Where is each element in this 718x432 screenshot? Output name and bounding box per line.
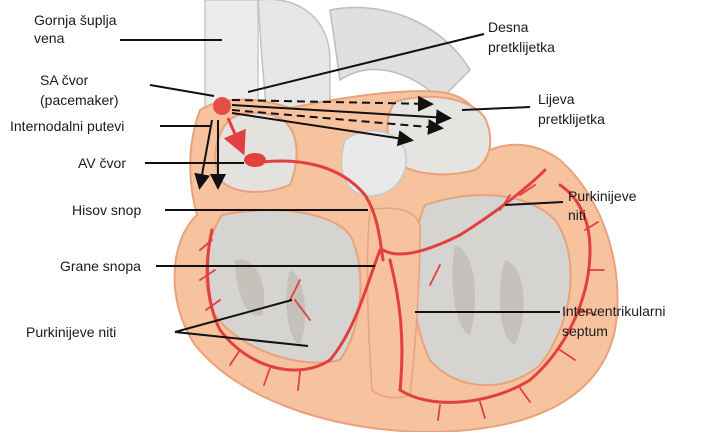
left-ventricle-cavity	[412, 195, 570, 385]
sa-node	[213, 97, 231, 115]
label-lijeva-2: pretklijetka	[538, 111, 605, 127]
label-septum-1: Interventrikularni	[562, 303, 666, 319]
label-av: AV čvor	[78, 155, 126, 171]
label-gornja-2: vena	[34, 30, 65, 46]
av-node	[244, 153, 266, 167]
label-desna-2: pretklijetka	[488, 39, 555, 55]
label-purkinje-right-2: niti	[568, 207, 586, 223]
label-purkinje-left: Purkinijeve niti	[26, 324, 116, 340]
label-lijeva-1: Lijeva	[538, 91, 575, 107]
label-gornja-1: Gornja šuplja	[34, 12, 117, 28]
right-atrium-cavity	[215, 113, 296, 192]
label-sa-2: (pacemaker)	[40, 92, 119, 108]
label-septum-2: septum	[562, 323, 608, 339]
label-grane: Grane snopa	[60, 258, 141, 274]
label-desna-1: Desna	[488, 19, 529, 35]
label-sa-1: SA čvor	[40, 72, 89, 88]
label-purkinje-right-1: Purkinijeve	[568, 188, 637, 204]
interventricular-septum	[367, 208, 420, 398]
label-hisov: Hisov snop	[72, 202, 141, 218]
label-internodalni: Internodalni putevi	[10, 118, 124, 134]
